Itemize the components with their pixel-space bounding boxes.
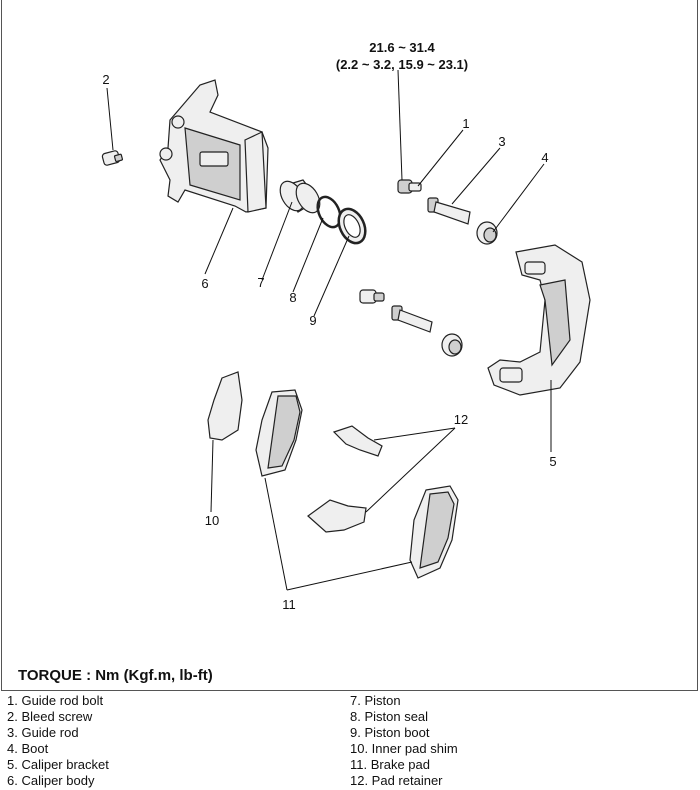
legend-item: 3. Guide rod (7, 725, 79, 740)
callout-10: 10 (205, 513, 219, 528)
diagram-frame (1, 0, 698, 691)
legend-column-left: 1. Guide rod bolt 2. Bleed screw 3. Guid… (7, 693, 109, 789)
legend-item: 6. Caliper body (7, 773, 95, 788)
legend-item: 11. Brake pad (350, 757, 430, 772)
callout-2: 2 (102, 72, 109, 87)
caliper-bracket-part (487, 244, 591, 396)
brake-pad-right-part (409, 485, 459, 579)
callout-3: 3 (498, 134, 505, 149)
legend-item: 9. Piston boot (350, 725, 430, 740)
callout-8: 8 (289, 290, 296, 305)
legend-item: 8. Piston seal (350, 709, 429, 724)
legend-item: 7. Piston (350, 693, 401, 708)
piston-seal-part (316, 195, 342, 229)
brake-pad-left-part (255, 389, 303, 477)
legend-item: 12. Pad retainer (350, 773, 443, 788)
caliper-exploded-diagram: 21.6 ~ 31.4 (2.2 ~ 3.2, 15.9 ~ 23.1) (101, 40, 591, 612)
piston-boot-part (337, 207, 367, 245)
legend-item: 5. Caliper bracket (7, 757, 109, 772)
callout-5: 5 (549, 454, 556, 469)
callout-9: 9 (309, 313, 316, 328)
callout-1: 1 (462, 116, 469, 131)
boot-part (476, 221, 498, 245)
legend-item: 4. Boot (7, 741, 49, 756)
guide-rod-bolt-part (397, 179, 422, 194)
guide-rod-part (427, 197, 471, 225)
caliper-body-part (159, 79, 269, 213)
pad-retainer-lower-part (307, 499, 367, 533)
inner-pad-shim-part (207, 371, 243, 441)
legend-item: 10. Inner pad shim (350, 741, 458, 756)
callout-6: 6 (201, 276, 208, 291)
torque-value-nm: 21.6 ~ 31.4 (369, 40, 435, 55)
callout-12: 12 (454, 412, 468, 427)
bleed-screw-part (101, 150, 124, 166)
callout-11: 11 (282, 597, 296, 612)
legend-item: 2. Bleed screw (7, 709, 93, 724)
pad-retainer-upper-part (332, 425, 383, 457)
lower-guide-rod-assembly (359, 289, 463, 357)
legend-item: 1. Guide rod bolt (7, 693, 104, 708)
callout-4: 4 (541, 150, 548, 165)
torque-value-alt: (2.2 ~ 3.2, 15.9 ~ 23.1) (336, 57, 468, 72)
callout-7: 7 (257, 275, 264, 290)
legend-column-right: 7. Piston 8. Piston seal 9. Piston boot … (350, 693, 458, 789)
torque-units-label: TORQUE : Nm (Kgf.m, lb-ft) (18, 667, 213, 684)
